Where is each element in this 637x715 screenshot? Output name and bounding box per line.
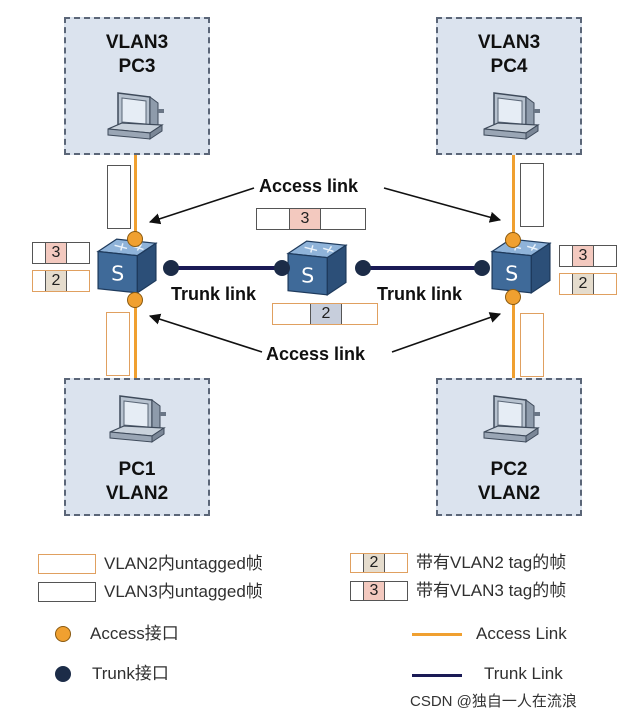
legend-tag-vlan3: 3 [363, 582, 385, 600]
access-link-label-top: Access link [259, 176, 359, 196]
legend-tagged-vlan3-swatch: 3 [350, 581, 408, 601]
tag-left-vlan2: 2 [45, 271, 67, 291]
legend-tag-vlan2: 2 [363, 554, 385, 572]
arrow-bottom-right [391, 312, 502, 353]
switch-center-symbol: S [301, 263, 314, 287]
untagged-frame-vlan3-right [520, 163, 544, 227]
access-port-right-top [505, 232, 521, 248]
trunk-link-label-left: Trunk link [171, 284, 257, 304]
legend-trunk-port-icon [55, 666, 71, 682]
switch-left-icon: S [96, 237, 158, 295]
pc3-vlan-label: VLAN3 [105, 32, 169, 53]
tagged-frame-right-vlan3: 3 [559, 245, 617, 267]
pc2-access-link [512, 290, 515, 390]
legend-trunk-link-label: Trunk Link [484, 664, 563, 683]
pc4-computer-icon [480, 89, 544, 145]
legend-tagged-vlan2-swatch: 2 [350, 553, 408, 573]
pc1-computer-icon [106, 392, 170, 448]
legend-trunk-link-line [412, 674, 462, 677]
legend-untagged-vlan3-label: VLAN3内untagged帧 [104, 582, 263, 601]
pc2-vlan-label: VLAN2 [477, 483, 541, 504]
tagged-frame-left-vlan3: 3 [32, 242, 90, 264]
pc1-vlan-label: VLAN2 [105, 483, 169, 504]
tag-right-vlan3: 3 [572, 246, 594, 266]
tag-top-center: 3 [289, 209, 321, 229]
pc2-box: PC2 VLAN2 [436, 378, 582, 516]
switch-right-symbol: S [505, 261, 518, 285]
pc1-box: PC1 VLAN2 [64, 378, 210, 516]
trunk-port-center-left [274, 260, 290, 276]
pc3-box: VLAN3 PC3 [64, 17, 210, 155]
trunk-port-center-right [355, 260, 371, 276]
tagged-frame-bottom-center: 2 [272, 303, 378, 325]
legend-access-port-label: Access接口 [90, 624, 179, 643]
tag-right-vlan2: 2 [572, 274, 594, 294]
pc3-access-link [134, 148, 137, 248]
untagged-frame-vlan2-left [106, 312, 130, 376]
legend-access-link-line [412, 633, 462, 636]
tagged-frame-top-center: 3 [256, 208, 366, 230]
arrow-top-left [148, 187, 255, 225]
pc3-name-label: PC3 [118, 56, 156, 77]
pc3-computer-icon [104, 89, 168, 145]
switch-center-icon: S [286, 239, 348, 297]
arrow-top-right [383, 187, 502, 223]
trunk-link-right [360, 266, 480, 270]
legend-untagged-vlan2-label: VLAN2内untagged帧 [104, 554, 263, 573]
pc1-name-label: PC1 [118, 459, 156, 480]
watermark: CSDN @独自一人在流浪 [410, 693, 577, 710]
legend-trunk-port-label: Trunk接口 [92, 664, 169, 683]
legend-untagged-vlan3-swatch [38, 582, 96, 602]
trunk-link-label-right: Trunk link [377, 284, 463, 304]
tagged-frame-right-vlan2: 2 [559, 273, 617, 295]
trunk-port-left-switch [163, 260, 179, 276]
pc4-name-label: PC4 [490, 56, 528, 77]
legend-access-port-icon [55, 626, 71, 642]
tag-bottom-center: 2 [310, 304, 342, 324]
pc2-name-label: PC2 [490, 459, 528, 480]
access-link-label-bottom: Access link [266, 344, 366, 364]
access-port-left-bottom [127, 292, 143, 308]
untagged-frame-vlan2-right [520, 313, 544, 377]
pc1-access-link [134, 290, 137, 390]
legend-access-link-label: Access Link [476, 624, 567, 643]
switch-left-symbol: S [111, 261, 124, 285]
access-port-left-top [127, 231, 143, 247]
access-port-right-bottom [505, 289, 521, 305]
switch-right-icon: S [490, 237, 552, 295]
trunk-link-left [170, 266, 280, 270]
pc4-access-link [512, 148, 515, 248]
pc4-vlan-label: VLAN3 [477, 32, 541, 53]
legend-tagged-vlan3-label: 带有VLAN3 tag的帧 [416, 581, 567, 600]
legend-untagged-vlan2-swatch [38, 554, 96, 574]
tagged-frame-left-vlan2: 2 [32, 270, 90, 292]
arrow-bottom-left [148, 313, 263, 353]
legend-tagged-vlan2-label: 带有VLAN2 tag的帧 [416, 553, 567, 572]
pc4-box: VLAN3 PC4 [436, 17, 582, 155]
trunk-port-right-switch [474, 260, 490, 276]
untagged-frame-vlan3-left [107, 165, 131, 229]
pc2-computer-icon [480, 392, 544, 448]
tag-left-vlan3: 3 [45, 243, 67, 263]
